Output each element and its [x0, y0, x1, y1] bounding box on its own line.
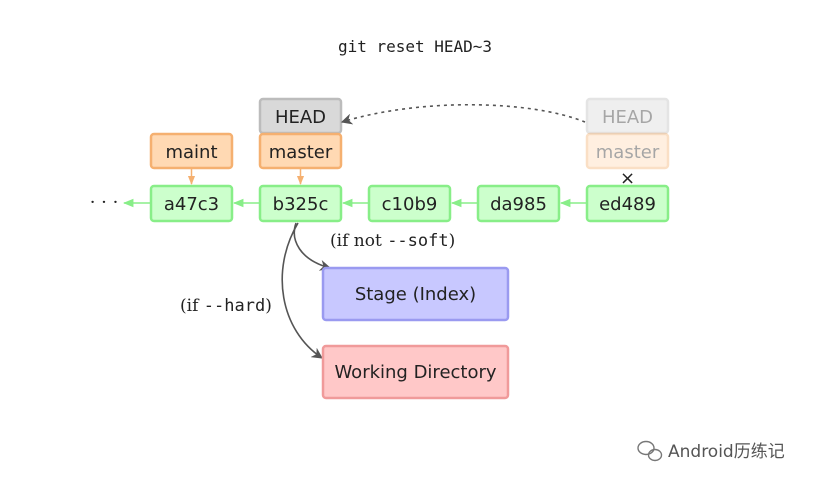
commit-ed489: ed489 — [585, 184, 670, 223]
commit-label: b325c — [273, 194, 329, 215]
branch-master-old: master — [585, 132, 670, 170]
branch-label: maint — [165, 142, 217, 163]
watermark: Android历练记 — [637, 440, 785, 462]
head-move-arrow — [340, 103, 586, 125]
command-title: git reset HEAD~3 — [338, 37, 492, 56]
hard-flag: --hard — [204, 296, 265, 316]
commit-label: a47c3 — [164, 194, 219, 215]
removed-pointer-mark: × — [620, 168, 635, 189]
branch-label: master — [596, 142, 660, 163]
head-new: HEAD — [258, 97, 343, 135]
note-text: ) — [265, 296, 272, 316]
head-label: HEAD — [602, 107, 653, 128]
working-directory-label: Working Directory — [334, 362, 496, 383]
head-label: HEAD — [275, 107, 326, 128]
commit-c10b9: c10b9 — [367, 184, 452, 223]
wechat-icon — [637, 440, 663, 462]
not-soft-note: (if not --soft) — [330, 231, 455, 251]
watermark-text: Android历练记 — [668, 442, 785, 462]
commit-label: da985 — [490, 194, 547, 215]
working-directory-reset-arrow — [281, 222, 323, 359]
commit-label: ed489 — [599, 194, 656, 215]
note-text: (if — [180, 296, 204, 316]
head-old: HEAD — [585, 97, 670, 135]
commit-da985: da985 — [476, 184, 561, 223]
hard-note: (if --hard) — [180, 296, 272, 316]
note-text: ) — [449, 231, 456, 251]
history-ellipsis: · · · — [90, 192, 119, 213]
stage-reset-arrow — [293, 222, 332, 271]
commit-b325c: b325c — [258, 184, 343, 223]
working-directory-box: Working Directory — [321, 344, 510, 400]
stage-label: Stage (Index) — [355, 284, 476, 305]
commit-label: c10b9 — [382, 194, 438, 215]
soft-flag: --soft — [387, 231, 448, 251]
branch-maint: maint — [149, 132, 234, 170]
branch-master-new: master — [258, 132, 343, 170]
note-text: (if not — [330, 231, 387, 251]
commit-a47c3: a47c3 — [149, 184, 234, 223]
stage-index-box: Stage (Index) — [321, 266, 510, 322]
branch-label: master — [269, 142, 333, 163]
